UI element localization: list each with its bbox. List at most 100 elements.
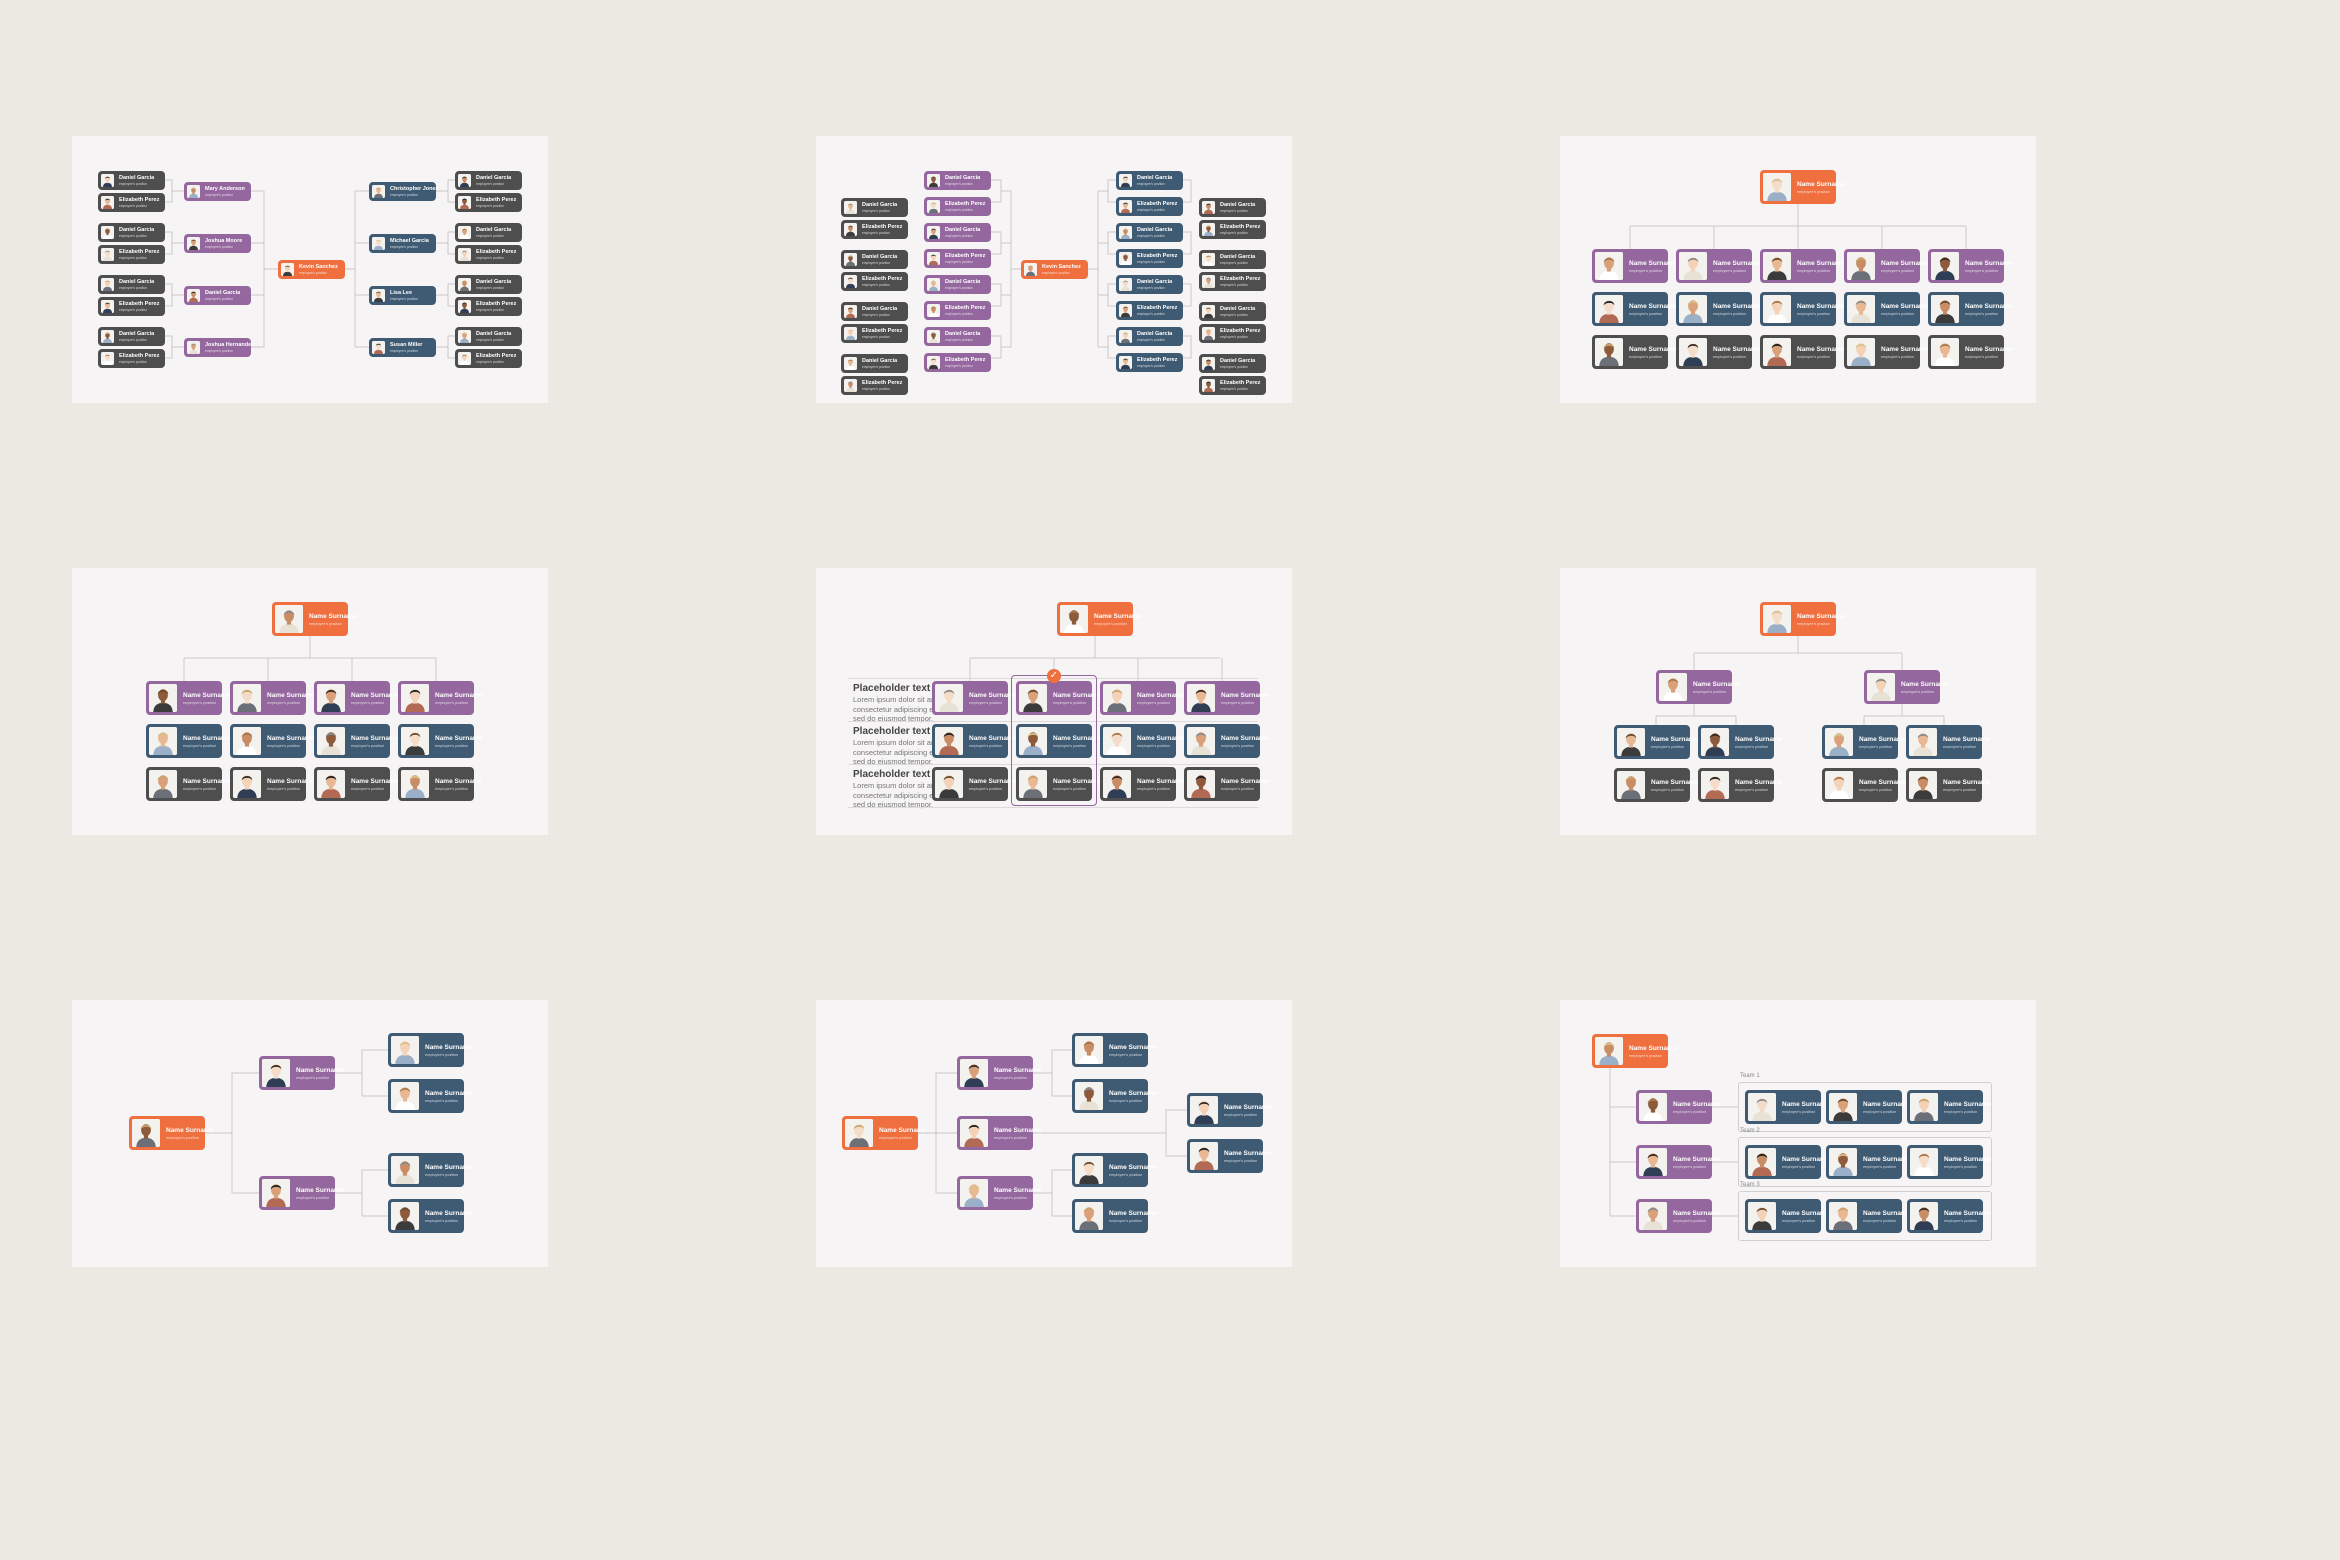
employee-card[interactable]: Daniel Garciaemployee's position — [98, 275, 165, 294]
employee-card[interactable]: Name Surnameemployee's position — [388, 1033, 464, 1067]
employee-card[interactable]: Mary Andersonemployee's position — [184, 182, 251, 201]
employee-card[interactable]: Name Surnameemployee's position — [1826, 1199, 1902, 1233]
employee-card[interactable]: Name Surnameemployee's position — [1614, 725, 1690, 759]
employee-card[interactable]: Daniel Garciaemployee's position — [1116, 275, 1183, 294]
employee-card[interactable]: Name Surnameemployee's position — [1760, 170, 1836, 204]
employee-card[interactable]: Name Surnameemployee's position — [230, 767, 306, 801]
employee-card[interactable]: Name Surnameemployee's position — [1100, 724, 1176, 758]
check-icon[interactable]: ✓ — [1047, 669, 1061, 683]
employee-card[interactable]: Name Surnameemployee's position — [1592, 1034, 1668, 1068]
employee-card[interactable]: Name Surnameemployee's position — [1864, 670, 1940, 704]
employee-card[interactable]: Name Surnameemployee's position — [1072, 1033, 1148, 1067]
